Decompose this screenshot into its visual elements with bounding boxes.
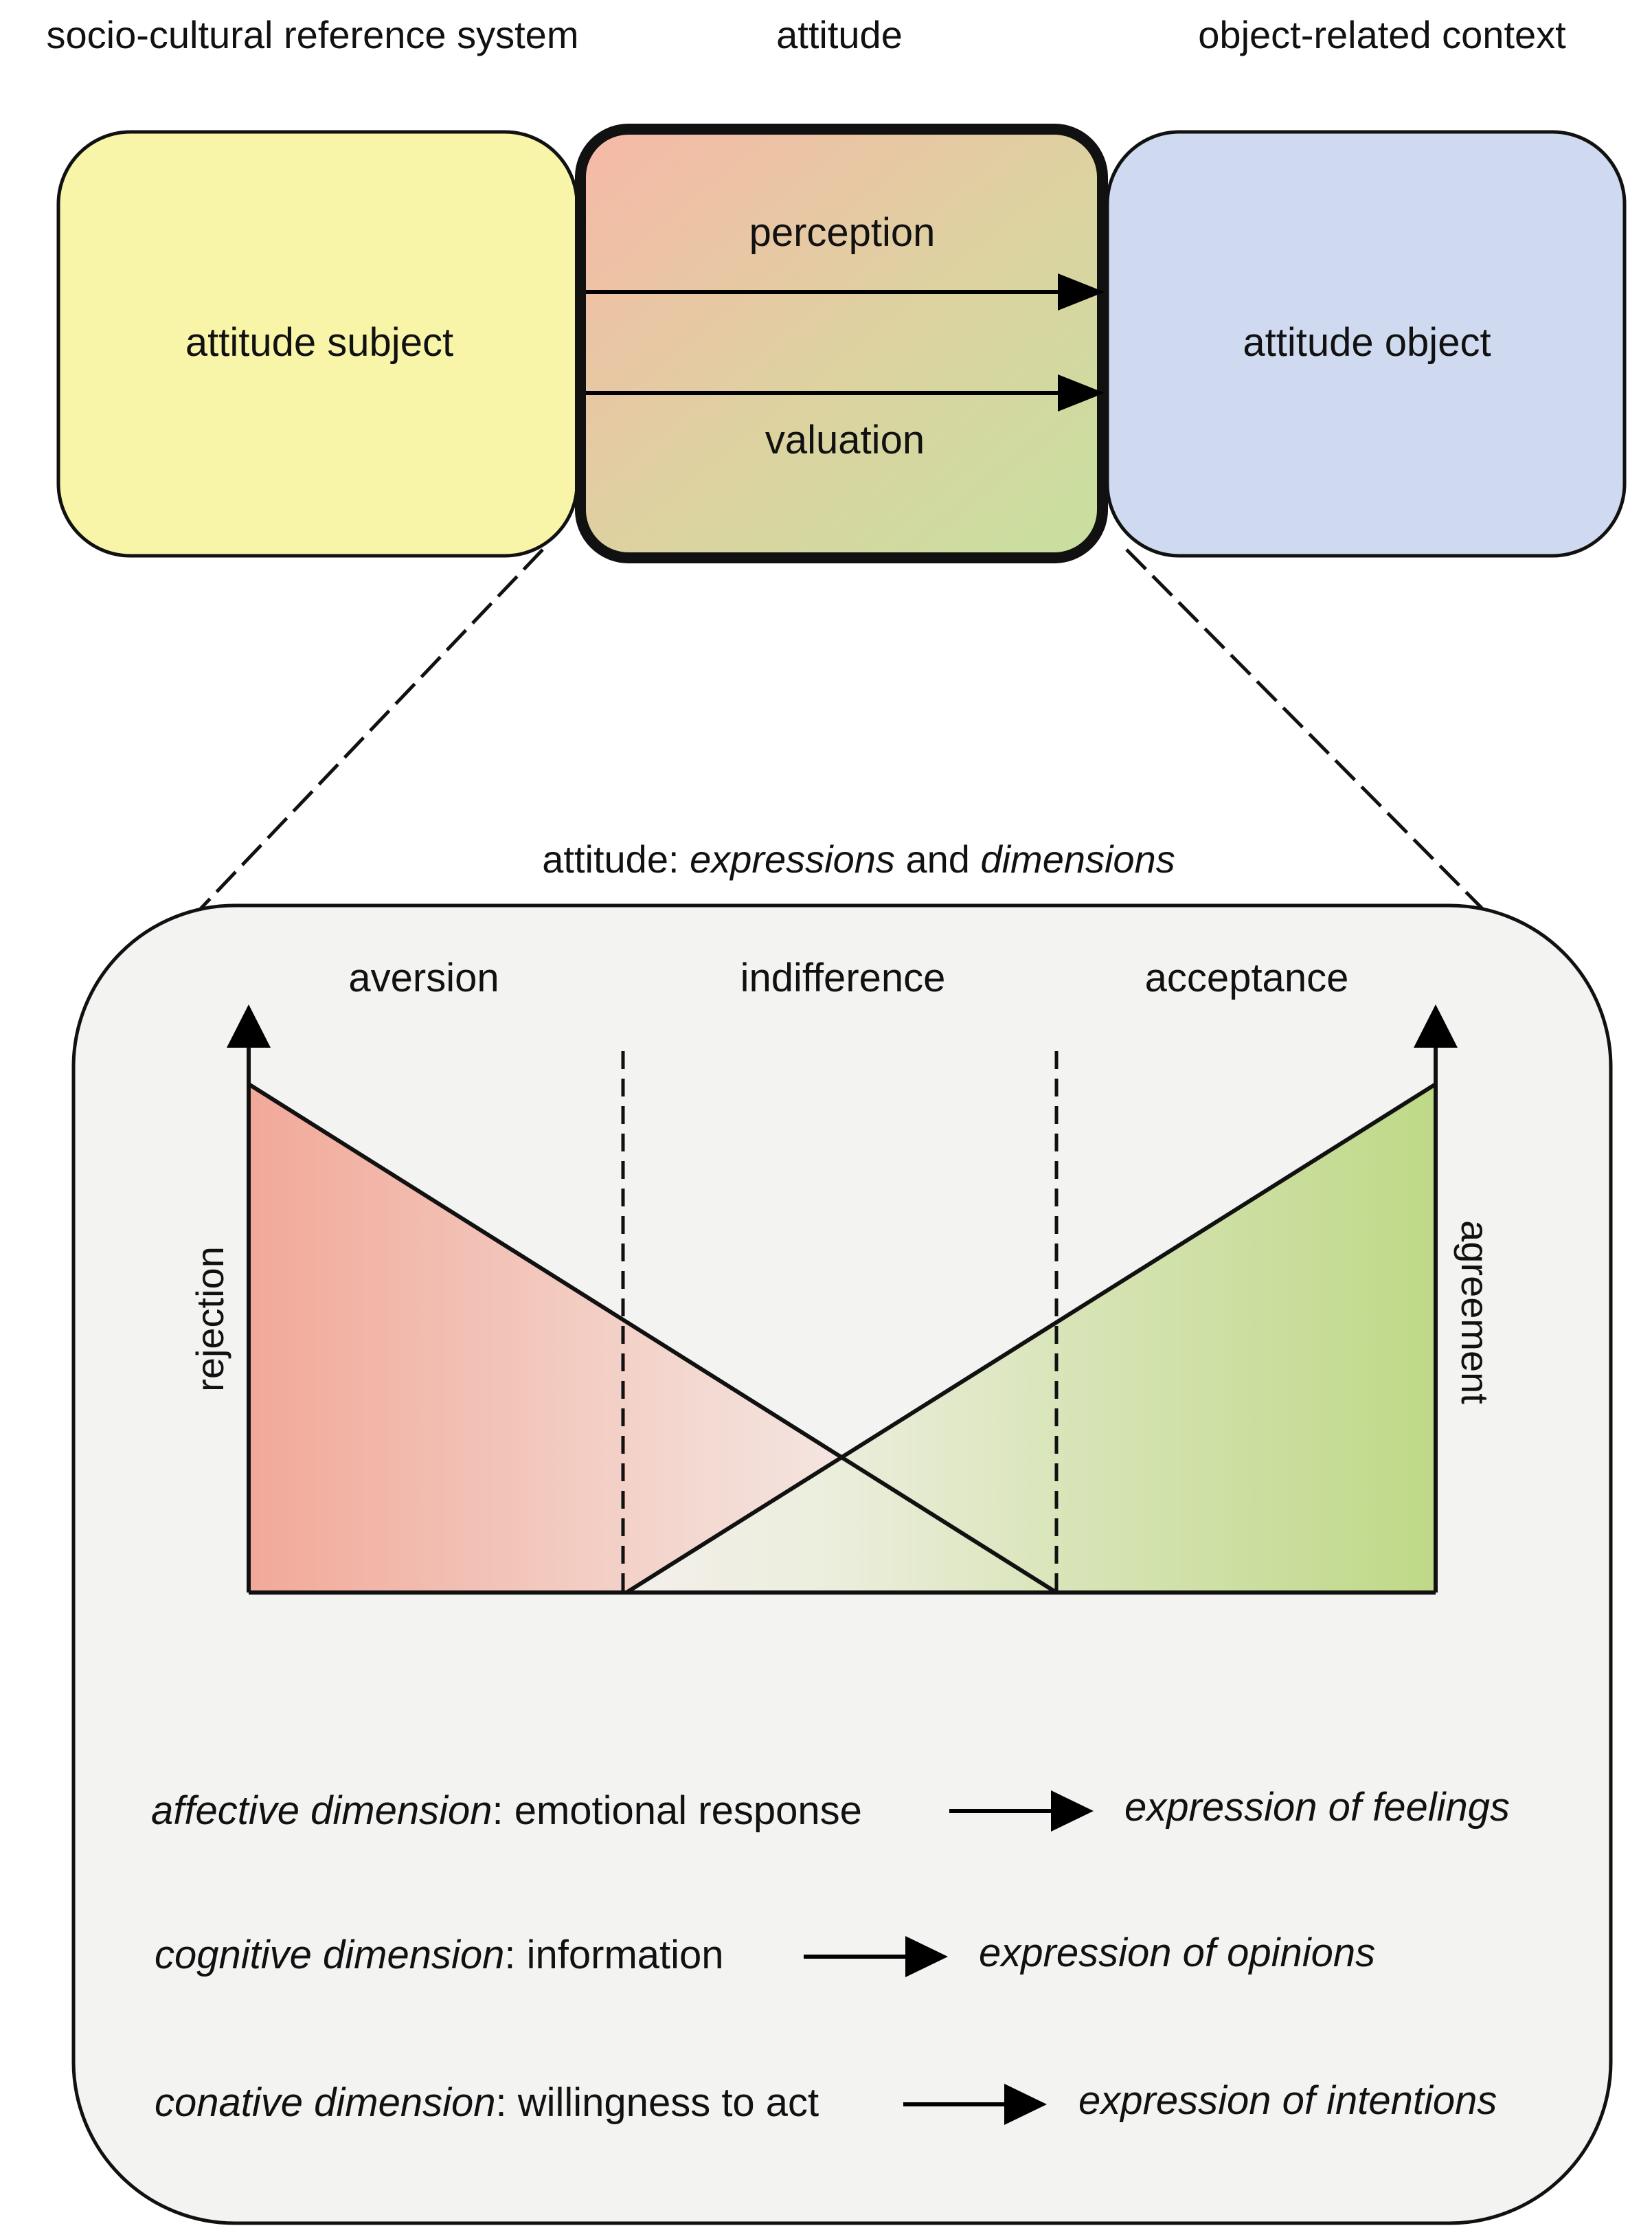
conative-row: conative dimension: willingness to act [155, 2080, 819, 2125]
detail-title-prefix: attitude: [542, 837, 690, 881]
zone-indifference: indifference [740, 956, 946, 1000]
conative-arrowhead [1004, 2084, 1047, 2125]
perception-label: perception [749, 210, 936, 255]
attitude-subject-label: attitude subject [185, 320, 453, 365]
affective-result: expression of feelings [1124, 1785, 1510, 1830]
label-object-context: object-related context [1198, 13, 1566, 56]
rejection-label: rejection [188, 1246, 231, 1392]
agreement-label: agreement [1453, 1220, 1497, 1404]
detail-title-dimensions: dimensions [980, 837, 1175, 881]
conative-name: conative dimension [155, 2080, 496, 2125]
affective-row: affective dimension: emotional response [151, 1788, 862, 1833]
detail-title: attitude: expressions and dimensions [542, 837, 1175, 881]
attitude-object-label: attitude object [1243, 320, 1491, 365]
cognitive-desc: : information [504, 1933, 723, 1977]
valuation-label: valuation [765, 418, 925, 462]
zoom-line-right [1125, 548, 1523, 949]
label-attitude: attitude [776, 13, 903, 56]
rejection-line [247, 1082, 1058, 1595]
affective-name: affective dimension [151, 1788, 492, 1833]
valuation-arrowhead [1058, 374, 1105, 412]
conative-result: expression of intentions [1078, 2078, 1497, 2123]
cognitive-result: expression of opinions [979, 1931, 1375, 1975]
perception-arrowhead [1058, 273, 1105, 311]
right-axis-arrowhead [1414, 1004, 1458, 1048]
label-socio-cultural: socio-cultural reference system [47, 13, 579, 56]
cognitive-row: cognitive dimension: information [155, 1933, 724, 1977]
cognitive-name: cognitive dimension [155, 1933, 504, 1977]
affective-desc: : emotional response [492, 1788, 861, 1833]
conative-desc: : willingness to act [496, 2080, 819, 2125]
agreement-line [625, 1082, 1437, 1595]
zone-aversion: aversion [348, 956, 499, 1000]
zoom-line-left [167, 548, 544, 944]
attitude-box [575, 124, 1108, 563]
affective-arrowhead [1051, 1790, 1094, 1832]
detail-title-mid: and [895, 837, 981, 881]
left-axis-arrowhead [227, 1004, 271, 1048]
cognitive-arrowhead [905, 1936, 948, 1977]
detail-title-expressions: expressions [690, 837, 895, 881]
zone-acceptance: acceptance [1145, 956, 1349, 1000]
